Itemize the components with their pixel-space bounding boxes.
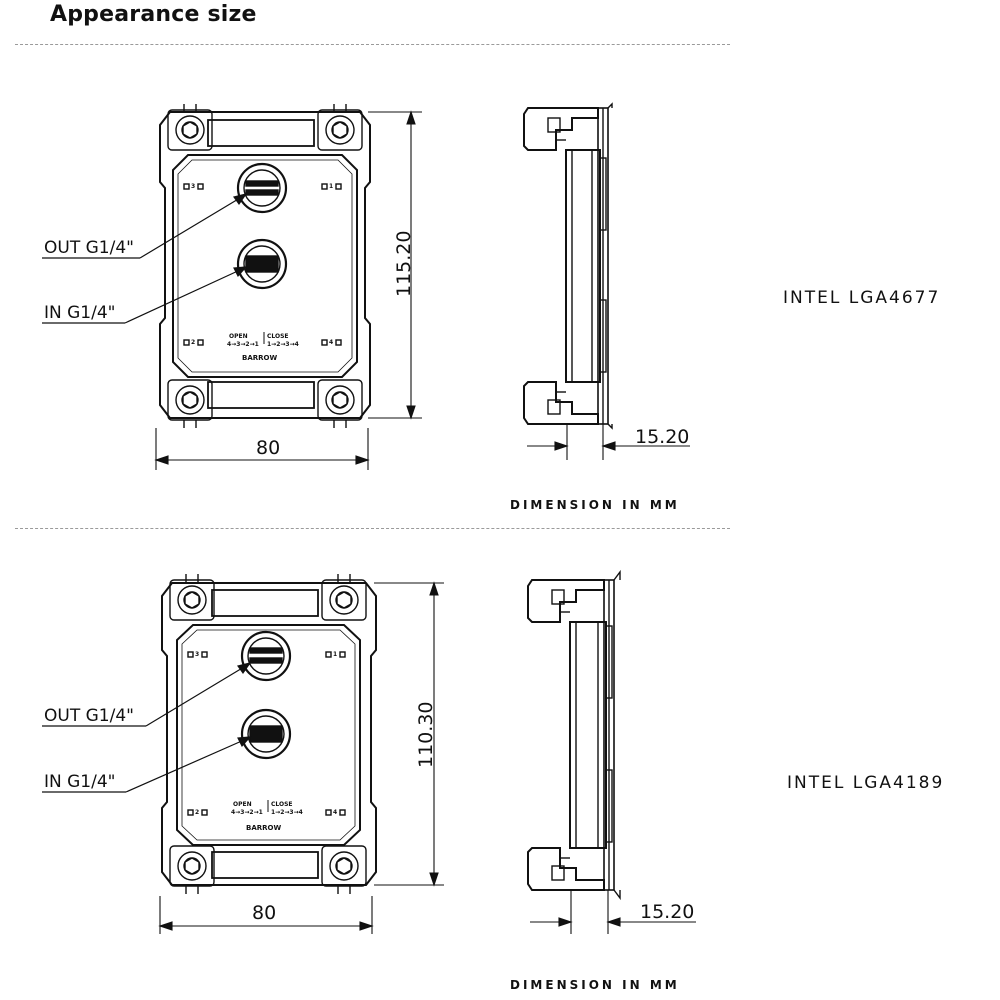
callout-leaders [42, 193, 248, 324]
svg-text:2: 2 [195, 809, 199, 816]
front-view-marks: 3 1 2 4 OPEN CLOSE 4→3→2→1 1→2→3→4 BARRO… [195, 651, 337, 832]
out-port [236, 162, 288, 214]
svg-text:3: 3 [195, 651, 199, 658]
height-dimension-line [368, 110, 422, 420]
svg-text:2: 2 [191, 339, 195, 346]
panel-lga4677: 3 1 2 4 OPEN CLOSE 4→3→2→1 1→2→3→4 BARRO… [42, 102, 690, 470]
width-dimension-line [158, 896, 374, 934]
depth-dimension: 15.20 [635, 426, 689, 448]
lock-icon [183, 183, 342, 346]
svg-text:OPEN: OPEN [229, 333, 248, 340]
in-port-label: IN G1/4" [44, 303, 116, 323]
svg-text:4: 4 [333, 809, 337, 816]
screw-top-right [321, 574, 367, 621]
svg-text:CLOSE: CLOSE [271, 801, 293, 808]
svg-text:1: 1 [333, 651, 337, 658]
svg-text:1→2→3→4: 1→2→3→4 [271, 809, 303, 816]
height-dimension: 110.30 [415, 702, 437, 768]
out-port [240, 630, 292, 682]
out-port-label: OUT G1/4" [44, 238, 134, 258]
section-divider-top [15, 44, 730, 45]
svg-text:3: 3 [191, 183, 195, 190]
lock-icon [187, 651, 346, 816]
dimension-unit-note: DIMENSION IN MM [510, 498, 680, 512]
screw-bottom-left [169, 845, 215, 894]
svg-text:4: 4 [329, 339, 333, 346]
height-dimension-line [374, 581, 444, 887]
socket-model-lga4677: INTEL LGA4677 [783, 288, 941, 308]
svg-text:1→2→3→4: 1→2→3→4 [267, 341, 299, 348]
screw-bottom-right [321, 845, 367, 894]
front-view-marks: 3 1 2 4 OPEN CLOSE 4→3→2→1 1→2→3→4 BARRO… [191, 183, 333, 362]
screw-top-left [167, 104, 213, 151]
width-dimension: 80 [256, 437, 280, 459]
out-port-label: OUT G1/4" [44, 706, 134, 726]
in-port [240, 708, 292, 760]
callout-leaders [42, 662, 252, 793]
screw-bottom-right [317, 379, 363, 428]
section-divider-middle [15, 528, 730, 529]
svg-text:4→3→2→1: 4→3→2→1 [231, 809, 263, 816]
depth-dimension-line [530, 890, 696, 934]
screw-top-right [317, 104, 363, 151]
page-title: Appearance size [50, 2, 257, 27]
svg-text:BARROW: BARROW [246, 824, 281, 832]
svg-text:OPEN: OPEN [233, 801, 252, 808]
width-dimension: 80 [252, 902, 276, 924]
side-view-drawing [523, 102, 613, 430]
front-view-drawing [161, 574, 377, 894]
depth-dimension: 15.20 [640, 901, 694, 923]
front-view-drawing [159, 104, 371, 428]
in-port-label: IN G1/4" [44, 772, 116, 792]
screw-top-left [169, 574, 215, 621]
depth-dimension-line [527, 424, 690, 460]
side-view-drawing [527, 569, 621, 901]
height-dimension: 115.20 [393, 231, 415, 297]
dimension-unit-note: DIMENSION IN MM [510, 978, 680, 992]
width-dimension-line [154, 428, 370, 470]
svg-text:4→3→2→1: 4→3→2→1 [227, 341, 259, 348]
screw-bottom-left [167, 379, 213, 428]
svg-text:CLOSE: CLOSE [267, 333, 289, 340]
socket-model-lga4189: INTEL LGA4189 [787, 773, 945, 793]
svg-text:1: 1 [329, 183, 333, 190]
in-port [236, 238, 288, 290]
svg-text:BARROW: BARROW [242, 354, 277, 362]
